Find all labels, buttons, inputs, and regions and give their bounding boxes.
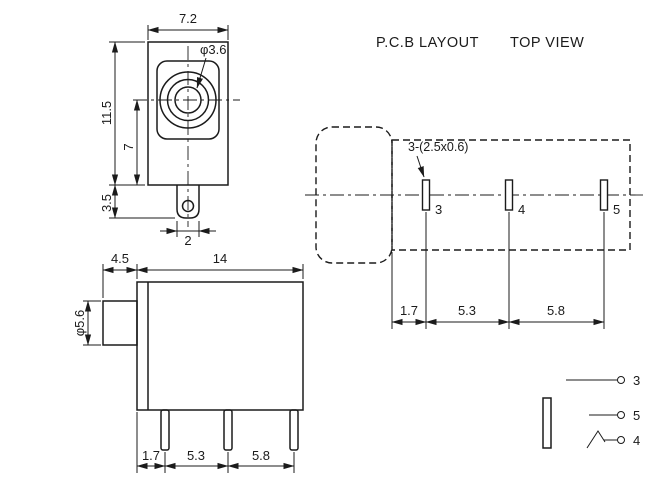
pad-4 (504, 179, 514, 211)
mount-tab-hole (181, 199, 195, 213)
dim-barrel-dia-label: φ5.6 (72, 310, 87, 337)
side-dim-5-3: 5.3 (187, 448, 205, 463)
side-view: 4.5 14 φ5.6 1.7 5.3 5.8 (72, 251, 304, 473)
pad-3 (421, 179, 431, 211)
dim-front-height: 11.5 (99, 41, 145, 186)
terminal-label-3: 3 (633, 373, 640, 388)
pad-5 (599, 179, 609, 211)
side-barrel (102, 300, 138, 346)
pcb-bushing-outline (315, 126, 393, 264)
pad-note: 3-(2.5x0.6) (408, 140, 468, 178)
front-body-outline (147, 41, 229, 186)
dim-tab-height-label: 3.5 (99, 194, 114, 212)
jack-middle-circle (166, 78, 210, 122)
dim-hole-dia-label: φ3.6 (200, 42, 227, 57)
terminal-label-4: 4 (633, 433, 640, 448)
dim-side-lengths: 4.5 14 (102, 251, 304, 298)
dim-tab-height: 3.5 (99, 184, 175, 219)
pad-4-label: 4 (518, 202, 525, 217)
dim-body-length-label: 14 (213, 251, 227, 266)
side-dim-5-8: 5.8 (252, 448, 270, 463)
side-dim-1-7: 1.7 (142, 448, 160, 463)
dim-hole-dia: φ3.6 (196, 42, 227, 89)
pcb-dimensions: 1.7 5.3 5.8 (391, 212, 605, 329)
jack-outer-circle (159, 71, 217, 129)
side-body-outline (136, 281, 304, 411)
dim-center-to-bottom: 7 (121, 99, 141, 186)
terminal-label-5: 5 (633, 408, 640, 423)
front-bezel (156, 60, 220, 140)
terminal-circle-4 (617, 436, 625, 444)
dim-front-width: 7.2 (147, 11, 229, 40)
pin-2 (223, 409, 233, 451)
pcb-layout-title: P.C.B LAYOUT (376, 35, 479, 51)
dim-barrel-length-label: 4.5 (111, 251, 129, 266)
dim-barrel-dia: φ5.6 (72, 300, 101, 346)
pad-3-label: 3 (435, 202, 442, 217)
top-view-title: TOP VIEW (510, 35, 584, 51)
dim-tab-width-label: 2 (184, 233, 191, 248)
dim-front-height-label: 11.5 (99, 101, 114, 125)
leader-line (196, 57, 207, 89)
pcb-dim-1-7: 1.7 (400, 303, 418, 318)
dim-front-width-label: 7.2 (179, 11, 197, 26)
mount-tab (176, 185, 200, 219)
leader-line (416, 155, 425, 178)
jack-inner-circle (174, 86, 202, 114)
schematic-plug-bar (542, 397, 552, 449)
terminal-circle-5 (617, 411, 625, 419)
pin-1 (160, 409, 170, 451)
pad-note-label: 3-(2.5x0.6) (408, 140, 468, 154)
dim-tab-width: 2 (160, 221, 216, 248)
side-pin-dimensions: 1.7 5.3 5.8 (136, 412, 295, 473)
pcb-dim-5-8: 5.8 (547, 303, 565, 318)
terminal-circle-3 (617, 376, 625, 384)
schematic-switch-contact (586, 430, 606, 449)
pcb-layout-view: P.C.B LAYOUT TOP VIEW 3 4 5 3-(2.5x0.6) … (305, 35, 643, 329)
pcb-dim-5-3: 5.3 (458, 303, 476, 318)
pad-5-label: 5 (613, 202, 620, 217)
pin-3 (289, 409, 299, 451)
dim-center-to-bottom-label: 7 (121, 143, 136, 150)
front-view: 7.2 φ3.6 11.5 7 3.5 (99, 11, 240, 248)
schematic-view: 3 5 4 (542, 373, 640, 449)
